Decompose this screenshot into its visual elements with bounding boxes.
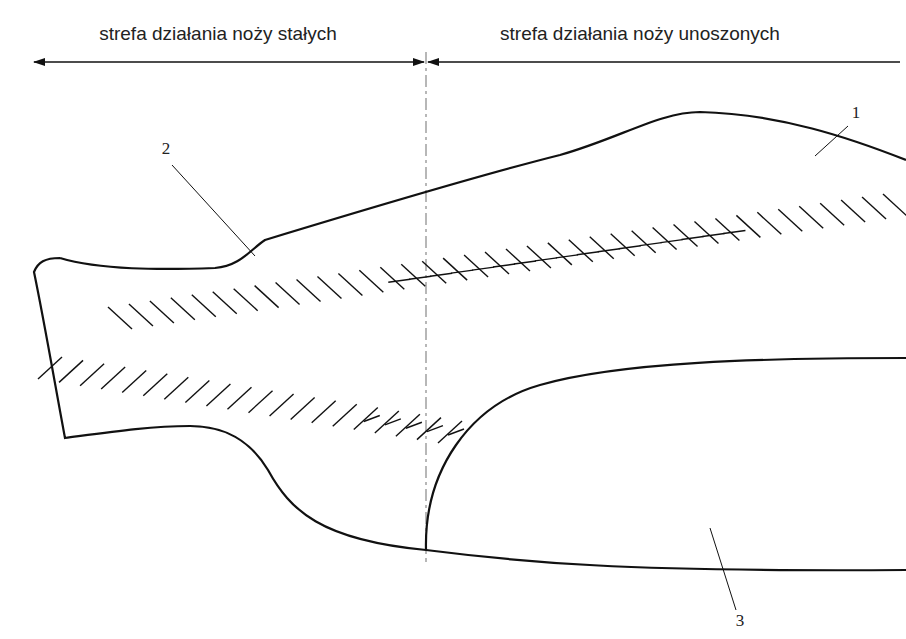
- zone-label: strefa działania noży stałych: [96, 24, 340, 43]
- hatching: [38, 194, 906, 443]
- leader-lines: [172, 126, 848, 610]
- belly-flap-outline: [426, 358, 906, 550]
- callout-number: 3: [736, 612, 745, 629]
- zone-arrows: [34, 61, 900, 63]
- callout-number: 1: [852, 104, 861, 121]
- callout-number: 2: [162, 140, 171, 157]
- zone-label: strefa działania noży unoszonych: [497, 24, 783, 43]
- fillet-outline: [34, 112, 906, 570]
- zone-divider: [425, 52, 426, 562]
